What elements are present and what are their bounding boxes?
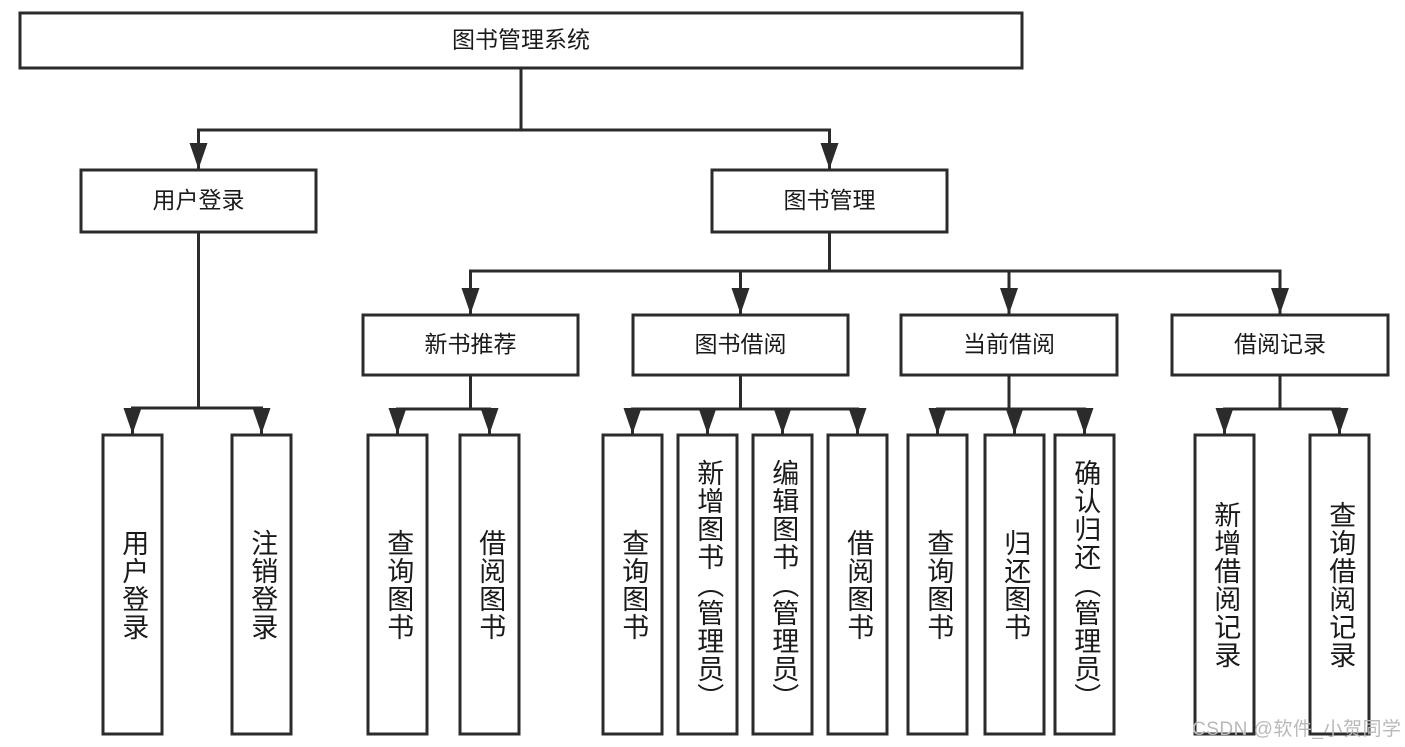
root-node-box-图书管理系统[interactable]: [18, 11, 1024, 70]
level3-node-label: 当前借阅: [963, 331, 1055, 357]
leaf-box-新增借阅记录[interactable]: [1193, 433, 1256, 736]
leaf-box-查询借阅记录[interactable]: [1308, 433, 1371, 736]
arrow-用户登录-to-注销登录-1: [252, 408, 271, 434]
leaf-box-确认归还管理员[interactable]: [1053, 433, 1116, 736]
level3-node-label: 借阅记录: [1234, 331, 1326, 357]
arrow-新书推荐-to-借阅图书-1: [480, 408, 499, 434]
arrow-图书借阅-to-查询图书-0: [623, 408, 642, 434]
arrow-图书借阅-to-借阅图书-3: [848, 408, 867, 434]
leaf-box-编辑图书管理员[interactable]: [751, 433, 814, 736]
leaf-box-借阅图书[interactable]: [826, 433, 889, 736]
level3-node-box-新书推荐[interactable]: [361, 313, 580, 377]
level2-node-label: 用户登录: [153, 187, 245, 213]
arrow-当前借阅-to-归还图书-1: [1005, 408, 1024, 434]
arrow-books-to-当前借阅: [1000, 288, 1018, 314]
root-node-label: 图书管理系统: [452, 27, 590, 53]
leaf-box-查询图书[interactable]: [366, 433, 429, 736]
arrow-root-to-图书管理: [820, 143, 839, 169]
level3-node-box-借阅记录[interactable]: [1170, 313, 1390, 377]
level3-node-label: 图书借阅: [695, 331, 787, 357]
leaf-box-借阅图书[interactable]: [458, 433, 521, 736]
level2-node-box-用户登录[interactable]: [79, 168, 318, 234]
arrow-图书借阅-to-新增图书管理员-1: [698, 408, 717, 434]
level3-node-label: 新书推荐: [425, 331, 517, 357]
level3-node-box-图书借阅[interactable]: [631, 313, 850, 377]
leaf-box-查询图书[interactable]: [906, 433, 969, 736]
leaf-box-用户登录[interactable]: [101, 433, 164, 736]
connectors-layer: [123, 66, 1349, 435]
leaf-box-注销登录[interactable]: [230, 433, 293, 736]
leaf-box-归还图书[interactable]: [983, 433, 1046, 736]
arrow-借阅记录-to-新增借阅记录-0: [1215, 408, 1234, 434]
arrow-root-to-用户登录: [189, 143, 208, 169]
level2-node-box-图书管理[interactable]: [710, 168, 949, 234]
boxes-layer: [18, 11, 1390, 736]
level3-node-box-当前借阅[interactable]: [899, 313, 1119, 377]
leaf-box-查询图书[interactable]: [601, 433, 664, 736]
arrow-用户登录-to-用户登录-0: [123, 408, 142, 434]
arrow-当前借阅-to-确认归还管理员-2: [1075, 408, 1094, 434]
leaf-box-新增图书管理员[interactable]: [676, 433, 739, 736]
arrow-图书借阅-to-编辑图书管理员-2: [773, 408, 792, 434]
arrow-借阅记录-to-查询借阅记录-1: [1330, 408, 1349, 434]
arrow-books-to-借阅记录: [1271, 288, 1289, 314]
level2-node-label: 图书管理: [784, 187, 876, 213]
csdn-watermark: CSDN @软件_小贺同学: [1192, 719, 1402, 740]
arrow-当前借阅-to-查询图书-0: [928, 408, 947, 434]
arrow-books-to-图书借阅: [731, 288, 750, 314]
arrow-新书推荐-to-查询图书-0: [388, 408, 407, 434]
arrow-books-to-新书推荐: [461, 288, 480, 314]
